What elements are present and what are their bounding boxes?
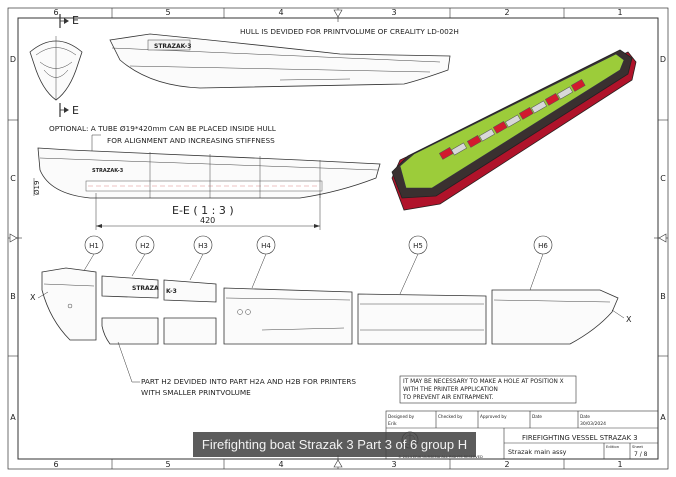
zone-col-top: 6 — [53, 8, 58, 17]
zone-row-left: A — [10, 413, 16, 422]
note-hole-1: IT MAY BE NECESSARY TO MAKE A HOLE AT PO… — [403, 379, 564, 385]
zone-col-bottom: 5 — [165, 460, 170, 469]
date-value: 30/03/2024 — [580, 421, 606, 427]
balloon-h1: H1 — [89, 242, 99, 250]
exploded-parts: STRAZA K-3 — [41, 267, 619, 345]
zone-col-bottom: 3 — [391, 460, 396, 469]
note-part-h2-1: PART H2 DEVIDED INTO PART H2A AND H2B FO… — [141, 377, 356, 386]
drawing-title: FIREFIGHTING VESSEL STRAZAK 3 — [522, 434, 638, 442]
hull-name-top: STRAZAK-3 — [154, 43, 191, 50]
balloon-h4: H4 — [261, 242, 271, 250]
zone-col-bottom: 4 — [278, 460, 283, 469]
edition-label: Edition — [606, 444, 620, 449]
designed-by-label: Designed by — [388, 414, 415, 419]
zone-row-left: D — [10, 55, 16, 64]
checked-by-label: Checked by — [438, 414, 463, 419]
title-block — [385, 410, 659, 460]
zone-col-bottom: 1 — [617, 460, 622, 469]
section-label-top: E — [72, 14, 79, 27]
sheet-value: 7 / 8 — [634, 451, 648, 458]
hull-name-section: STRAZAK-3 — [92, 168, 124, 174]
front-view — [29, 36, 83, 101]
position-x-left: X — [30, 293, 36, 302]
zone-col-top: 4 — [278, 8, 283, 17]
hull-name-h2: STRAZA — [132, 285, 159, 292]
render-3d — [391, 49, 637, 211]
section-marker-bottom: E — [59, 103, 79, 117]
position-x-right: X — [626, 315, 632, 324]
center-mark-top — [333, 9, 343, 18]
zone-col-top: 2 — [504, 8, 509, 17]
balloon-h3: H3 — [198, 242, 208, 250]
zone-row-right: C — [660, 174, 666, 183]
note-hull-divided: HULL IS DEVIDED FOR PRINTVOLUME OF CREAL… — [240, 27, 459, 36]
zone-row-right: A — [660, 413, 666, 422]
zone-row-right: B — [660, 292, 666, 301]
section-title: E-E ( 1 : 3 ) — [172, 204, 234, 217]
section-marker-top: E — [59, 14, 79, 28]
section-view: STRAZAK-3 — [37, 147, 381, 199]
center-mark-bottom — [333, 459, 343, 468]
zone-row-right: D — [660, 55, 666, 64]
approved-by-label: Approved by — [480, 414, 507, 419]
side-view-top: STRAZAK-3 — [109, 33, 451, 89]
drawing-subtitle: Strazak main assy — [508, 448, 567, 456]
center-mark-left — [9, 233, 18, 243]
zone-labels: 6 5 4 3 2 1 6 5 4 3 2 1 D C B A D C B A — [10, 8, 666, 469]
balloon-h2: H2 — [140, 242, 150, 250]
hole-note-box — [399, 375, 577, 404]
section-label-bottom: E — [72, 104, 79, 117]
part-balloons: H1 H2 H3 H4 H5 H6 — [81, 235, 553, 295]
copyright: © 2024 ERIK UURSEMA ALL RIGHTS RESERVED — [398, 455, 483, 459]
center-mark-right — [658, 233, 667, 243]
date-label-2: Date — [580, 414, 590, 419]
balloon-h6: H6 — [538, 242, 548, 250]
dim-length: 420 — [200, 216, 215, 225]
title-block-text: Designed by Erik Checked by Approved by … — [388, 414, 648, 459]
note-part-h2-2: WITH SMALLER PRINTVOLUME — [141, 388, 251, 397]
designed-by-value: Erik — [388, 421, 397, 427]
balloon-h5: H5 — [413, 242, 423, 250]
note-optional-2: FOR ALIGNMENT AND INCREASING STIFFNESS — [107, 136, 275, 145]
note-hole-3: TO PREVENT AIR ENTRAPMENT. — [402, 395, 494, 401]
zone-col-bottom: 6 — [53, 460, 58, 469]
note-hole-2: WITH THE PRINTER APPLICATION — [403, 387, 498, 393]
hull-name-h3: K-3 — [166, 288, 177, 295]
zone-col-top: 3 — [391, 8, 396, 17]
date-label: Date — [532, 414, 542, 419]
zone-row-left: C — [10, 174, 16, 183]
sheet-label: Sheet — [632, 444, 643, 449]
dim-diameter: Ø19 — [33, 181, 41, 195]
zone-col-top: 1 — [617, 8, 622, 17]
zone-col-bottom: 2 — [504, 460, 509, 469]
note-optional-1: OPTIONAL: A TUBE Ø19*420mm CAN BE PLACED… — [49, 124, 277, 133]
zone-row-left: B — [10, 292, 16, 301]
overlay-caption: Firefighting boat Strazak 3 Part 3 of 6 … — [193, 432, 476, 457]
zone-col-top: 5 — [165, 8, 170, 17]
